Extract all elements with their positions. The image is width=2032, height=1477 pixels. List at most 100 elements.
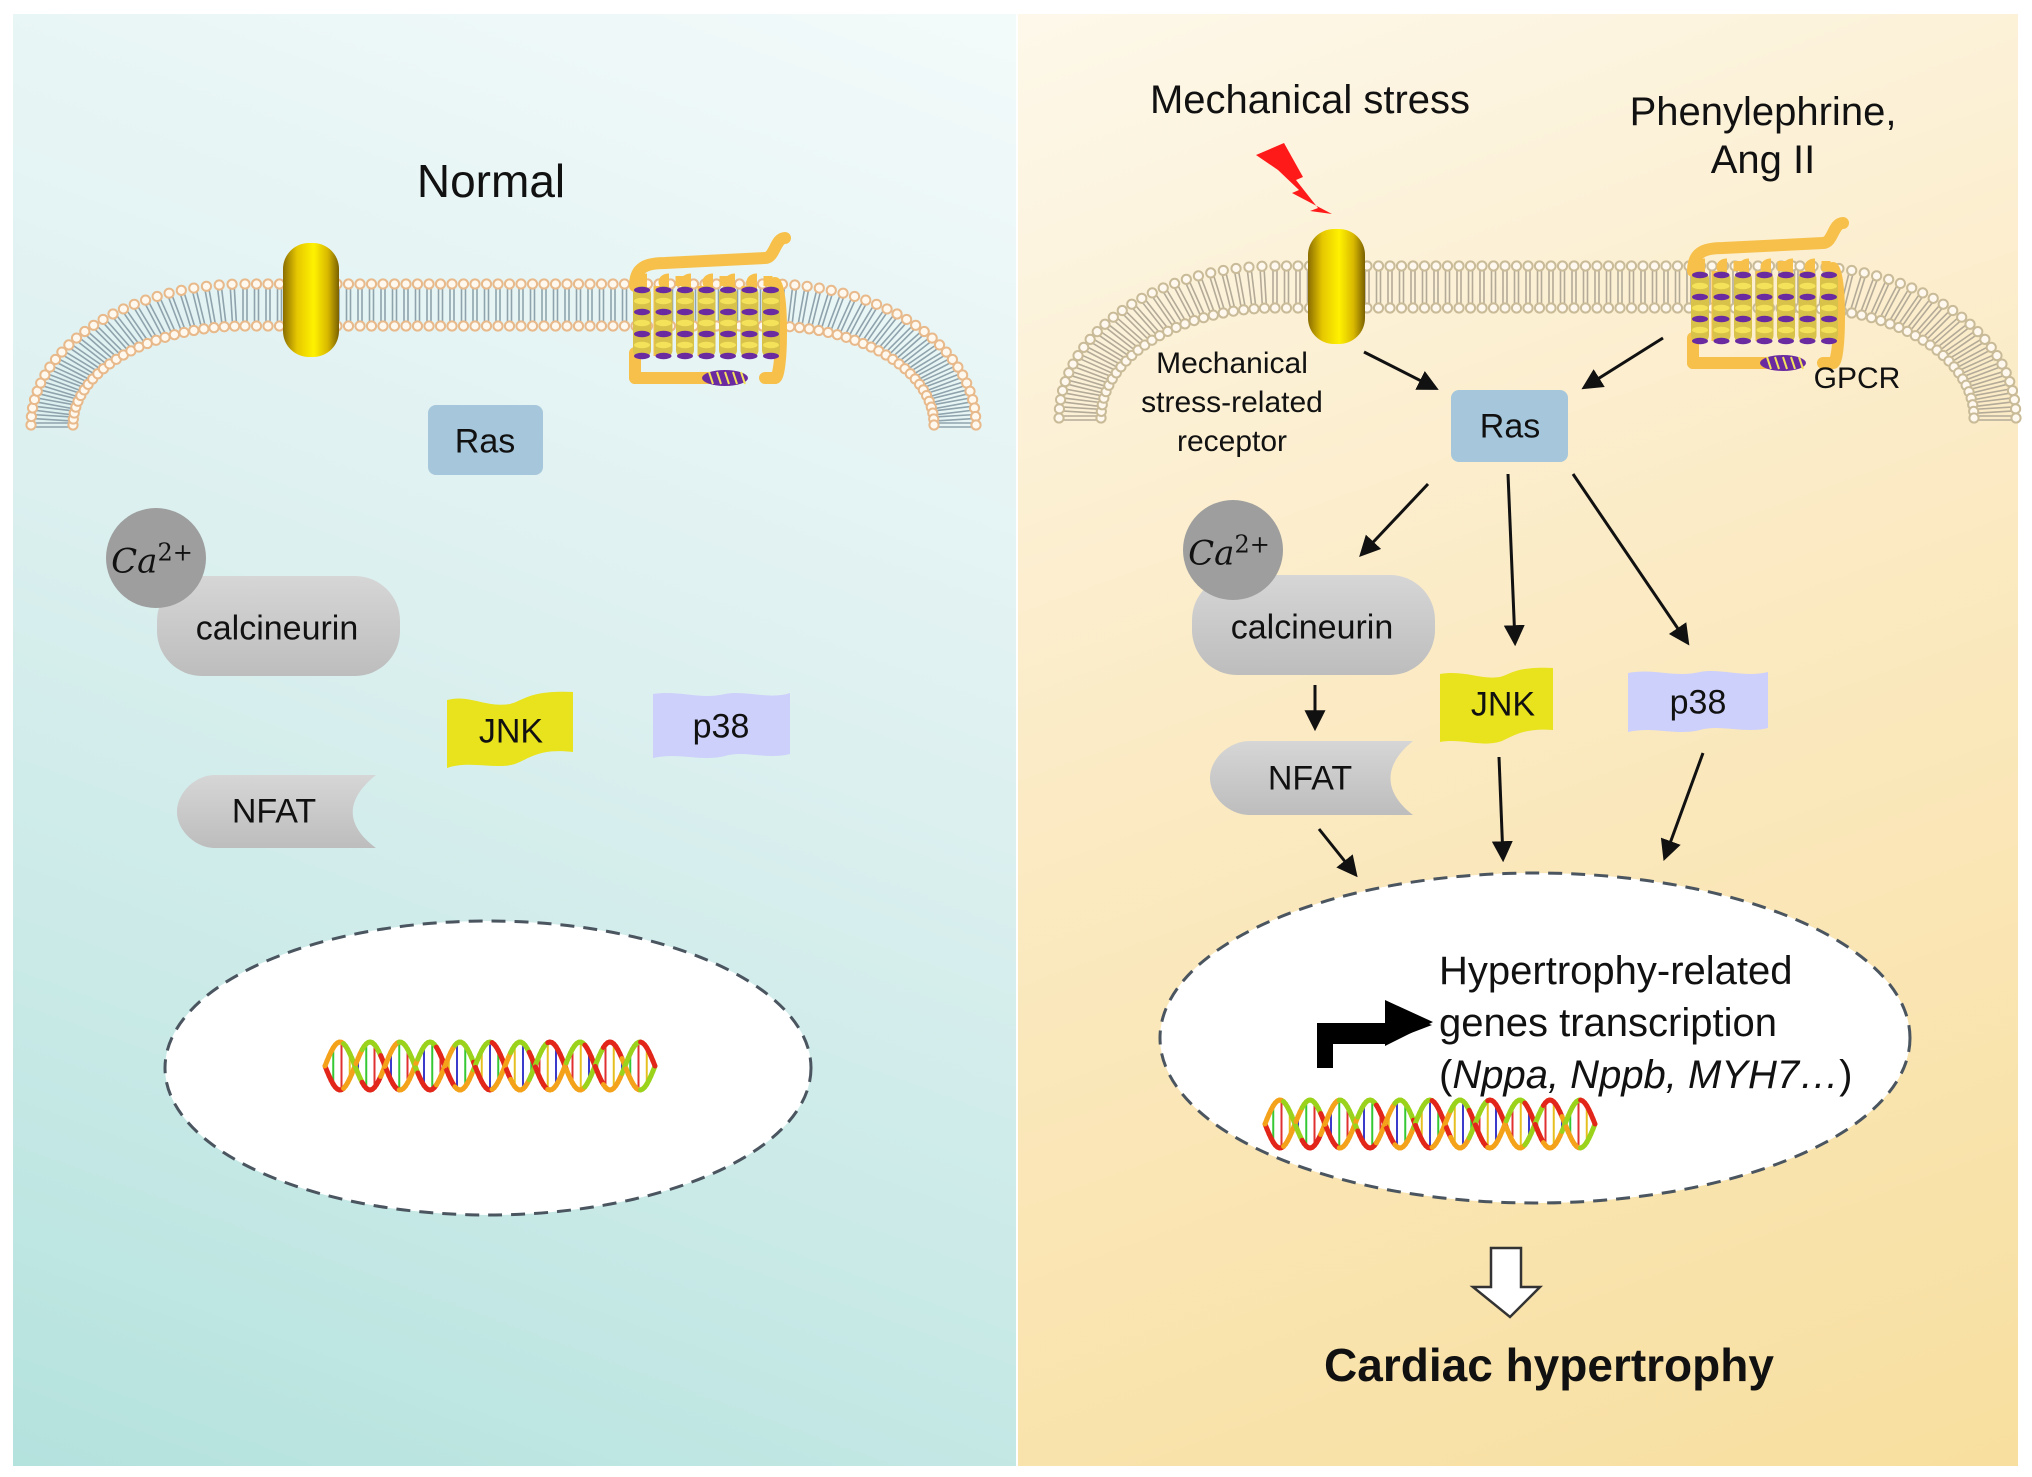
lipid: [213, 279, 230, 333]
calcineurin-label-normal: calcineurin: [195, 609, 359, 648]
panel-title-normal: Normal: [416, 155, 566, 207]
lipid: [857, 303, 893, 350]
gpcr-loop: [702, 273, 729, 291]
lipid: [273, 278, 286, 332]
gpcr-c-helix: [702, 370, 748, 386]
jnk-label: JNK: [1470, 685, 1536, 724]
gpcr-c-helix: [1760, 355, 1806, 371]
jnk-label-normal: JNK: [478, 712, 544, 751]
gpcr-helix: [654, 286, 673, 360]
gene-list-close: ): [1839, 1053, 1853, 1097]
lipid: [1464, 260, 1477, 314]
lipid: [515, 278, 527, 332]
receptor-label-line3: receptor: [1176, 425, 1288, 458]
lipid: [1648, 260, 1661, 314]
p38-label-normal: p38: [692, 707, 750, 746]
lipid: [250, 278, 263, 332]
receptor-label-line1: Mechanical: [1156, 347, 1308, 380]
lipid: [1522, 260, 1534, 314]
lipid: [1395, 260, 1408, 314]
lipid: [784, 279, 801, 333]
lipid: [1280, 260, 1293, 314]
p38-shape-normal: [653, 693, 790, 758]
lipid: [1856, 270, 1883, 321]
gpcr-helix: [676, 286, 694, 360]
lipid: [411, 278, 424, 332]
arrow-gpcr-to-ras: [1581, 336, 1664, 390]
lipid: [28, 393, 82, 413]
lipid: [1671, 260, 1684, 314]
lipid: [377, 278, 389, 332]
channel-body: [283, 243, 339, 357]
lipid: [1169, 277, 1200, 327]
lipid: [1924, 311, 1968, 351]
dna-helix-icon: [1262, 1097, 1598, 1151]
stimulus-mechanical-stress: Mechanical stress: [1149, 78, 1471, 122]
lipid: [1568, 260, 1580, 314]
lightning-bolt-icon: [1256, 143, 1332, 214]
mechanical-receptor-label: Mechanical stress-related receptor: [1141, 344, 1323, 461]
ras-node: [1451, 390, 1568, 462]
calcineurin-label: calcineurin: [1230, 608, 1394, 647]
lipid: [1084, 333, 1132, 367]
calcium-base: Ca: [1188, 533, 1235, 574]
ras-label: Ras: [1479, 407, 1541, 446]
lipid: [457, 278, 470, 332]
lipid: [1637, 260, 1649, 314]
calcium-base: Ca: [111, 541, 158, 582]
lipid: [1625, 260, 1638, 314]
lipid: [163, 287, 190, 339]
lipid: [1591, 260, 1603, 314]
jnk-shape: [1440, 667, 1553, 744]
gpcr-helix: [1691, 271, 1709, 345]
calcineurin-shape: [157, 576, 400, 676]
mechanical-receptor-channel: [1308, 229, 1365, 344]
lipid: [1192, 270, 1219, 321]
gpcr-helix: [697, 286, 716, 360]
lipid: [1533, 260, 1546, 314]
lipid: [188, 282, 210, 335]
gpcr-helix: [740, 286, 759, 360]
lipid: [200, 280, 220, 334]
gpcr-helix: [719, 286, 737, 360]
transcription-text-line1: Hypertrophy-related: [1439, 949, 1793, 993]
dna-helix-icon: [322, 1039, 658, 1093]
lipid: [887, 325, 930, 365]
lipid: [920, 377, 973, 402]
outcome-label: Cardiac hypertrophy: [1324, 1339, 1774, 1391]
gpcr-loop: [1804, 258, 1831, 276]
calcium-charge: 2+: [1234, 530, 1270, 559]
lipid: [865, 308, 903, 353]
calcium-ion-shape: [1183, 500, 1283, 600]
lipid: [1157, 282, 1191, 330]
lipid: [1453, 260, 1465, 314]
lipid: [1256, 260, 1271, 314]
lipid: [1384, 260, 1396, 314]
lipid: [538, 278, 550, 332]
lipid: [1931, 318, 1976, 356]
lipid: [1476, 260, 1488, 314]
gpcr-helix: [633, 286, 651, 360]
lipid: [503, 278, 516, 332]
channel-body: [1308, 229, 1365, 344]
lipid: [1917, 304, 1959, 346]
lipid: [1968, 403, 2022, 417]
gene-names: Nppa, Nppb, MYH7…: [1452, 1053, 1840, 1097]
gpcr-helix: [1798, 271, 1817, 345]
lipid: [1602, 260, 1615, 314]
lipid: [1205, 267, 1229, 319]
calcium-charge: 2+: [157, 538, 193, 567]
dna-strand: [1590, 1116, 1598, 1127]
lipid: [549, 278, 562, 332]
lipid: [175, 284, 200, 337]
gpcr-helix: [1734, 271, 1752, 345]
lipid: [822, 287, 849, 339]
lipid: [480, 278, 493, 332]
lipid: [840, 294, 872, 343]
lipid: [526, 278, 539, 332]
lipid: [44, 361, 94, 390]
lipid: [1430, 260, 1442, 314]
lipid: [88, 319, 129, 361]
